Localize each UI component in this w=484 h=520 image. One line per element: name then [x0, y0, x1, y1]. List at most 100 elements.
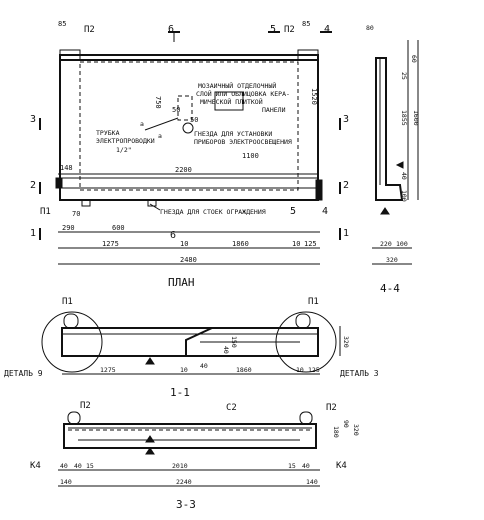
section-tag-3-left: 3 [30, 114, 36, 125]
part-p1: П1 [40, 207, 51, 217]
dim-85-left: 85 [58, 20, 66, 28]
part-c2: С2 [226, 403, 237, 413]
dim33-15: 15 [86, 462, 94, 470]
dim-2200: 2200 [175, 166, 192, 174]
note-niche-3: МИЧЕСКОЙ ПЛИТКОЙ [200, 97, 263, 106]
section-tag-5-bottom: 5 [290, 206, 296, 217]
dim11-150: 150 [230, 336, 238, 348]
section-3-3-title: 3-3 [176, 498, 196, 511]
dim44-80: 80 [366, 24, 374, 32]
mark-a-1: а [140, 120, 144, 128]
dim44-320: 320 [386, 256, 398, 264]
dim-2480: 2480 [180, 256, 197, 264]
socket-circle [182, 122, 194, 134]
section-4-4-profile [375, 57, 404, 201]
section-tag-3-right: 3 [343, 114, 349, 125]
dim44-100: 100 [400, 190, 408, 202]
dim11-1275: 1275 [100, 366, 116, 374]
section-tag-5-top: 5 [270, 24, 276, 35]
note-socket-1: ГНЕЗДА ДЛЯ УСТАНОВКИ [194, 130, 272, 138]
dim33-40c: 40 [302, 462, 310, 470]
dim11-10b: 10 [296, 366, 304, 374]
section-4-4-title: 4-4 [380, 282, 400, 295]
section-1-1-body [61, 327, 319, 357]
dim33-2010: 2010 [172, 462, 188, 470]
dim-10-b: 10 [292, 240, 300, 248]
section-tag-6-top: 6 [168, 24, 174, 35]
section-4-4: 80 60 25 1855 1600 40 100 220 100 320 4-… [366, 24, 420, 295]
dim33-40b: 40 [74, 462, 82, 470]
section-tag-6-bottom: 6 [170, 230, 176, 241]
detail-circle-right [275, 311, 337, 373]
part-k4-right: К4 [336, 461, 347, 471]
section-tag-4-top: 4 [324, 24, 330, 35]
section-4-4-dimensions: 80 60 25 1855 1600 40 100 220 100 320 [366, 24, 420, 264]
note-niche-2: СЛОЙ ИЛИ ОБЛИЦОВКА КЕРА- [196, 89, 290, 98]
dim33-90: 90 [342, 420, 350, 428]
section-3-3: П2 П2 С2 К4 К4 40 40 15 2010 15 40 140 2… [30, 401, 360, 511]
dim-50-b: 50 [190, 116, 198, 124]
hook-right [295, 313, 311, 329]
part-p1-right: П1 [308, 297, 319, 307]
section-marks: 6 5 4 3 3 2 2 1 1 6 5 4 [30, 24, 349, 241]
section-1-1: П1 П1 ДЕТАЛЬ 9 ДЕТАЛЬ 3 1275 10 1860 10 … [4, 297, 379, 399]
dim-85-right: 85 [302, 20, 310, 28]
note-tube-1: ТРУБКА [96, 129, 120, 137]
note-tube-2: ЭЛЕКТРОПРОВОДКИ [96, 137, 155, 145]
dim11-320: 320 [342, 336, 350, 348]
dim11-40: 40 [222, 346, 230, 354]
dim-1275: 1275 [102, 240, 119, 248]
dim11-1860: 1860 [236, 366, 252, 374]
note-tube-3: 1/2" [116, 146, 132, 154]
dim44-25: 25 [400, 72, 408, 80]
note-socket-2: ПРИБОРОВ ЭЛЕКТРООСВЕЩЕНИЯ [194, 138, 292, 146]
dim33-2240: 2240 [176, 478, 192, 486]
mosaic-patch [214, 91, 244, 111]
section-tag-2-right: 2 [343, 180, 349, 191]
dim-125: 125 [304, 240, 317, 248]
dim44-40: 40 [400, 172, 408, 180]
plan-view: 6 5 4 3 3 2 2 1 1 6 5 4 П2 П2 П1 85 [30, 20, 349, 289]
dim44-100b: 100 [396, 240, 408, 248]
dim11-125: 125 [308, 366, 320, 374]
section-3-3-dimensions: 40 40 15 2010 15 40 140 2240 140 180 90 … [60, 420, 360, 486]
mark-a-2: а [158, 132, 162, 140]
dim-750: 750 [154, 96, 162, 109]
section-3-3-body [63, 423, 317, 449]
dim-50-a: 50 [172, 106, 180, 114]
part-p2-right-33: П2 [326, 403, 337, 413]
section-1-1-dimensions: 1275 10 1860 10 125 150 40 40 320 [100, 336, 350, 374]
dim44-1600: 1600 [412, 110, 420, 126]
note-niche-4: ПАНЕЛИ [262, 106, 286, 114]
dim-10-a: 10 [180, 240, 188, 248]
part-p1-left: П1 [62, 297, 73, 307]
dim44-1855: 1855 [400, 110, 408, 126]
detail-right-label: ДЕТАЛЬ 3 [340, 369, 379, 378]
dim33-320: 320 [352, 424, 360, 436]
dim-1100: 1100 [242, 152, 259, 160]
dim33-180: 180 [332, 426, 340, 438]
note-niche-1: МОЗАИЧНЫЙ ОТДЕЛОЧНЫЙ [198, 81, 276, 90]
dim44-60: 60 [410, 55, 418, 63]
dim-290: 290 [62, 224, 75, 232]
dim11-10a: 10 [180, 366, 188, 374]
plan-title: ПЛАН [168, 276, 195, 289]
dim33-40a: 40 [60, 462, 68, 470]
hook3-left [67, 411, 81, 425]
note-fence-socket: ГНЕЗДА ДЛЯ СТОЕК ОГРАЖДЕНИЯ [160, 208, 266, 216]
fence-socket-mark [147, 199, 157, 207]
dim-148: 148 [60, 164, 73, 172]
dim11-40b: 40 [200, 362, 208, 370]
plan-dimensions: 85 85 750 1520 50 50 2200 1100 148 70 29… [58, 20, 318, 264]
section-1-1-title: 1-1 [170, 386, 190, 399]
hook3-right [299, 411, 313, 425]
section-tag-4-bottom: 4 [322, 206, 328, 217]
detail-circle-left [41, 311, 103, 373]
dim-1520: 1520 [310, 88, 318, 105]
dim33-140b: 140 [306, 478, 318, 486]
dim44-220: 220 [380, 240, 392, 248]
dim-1860: 1860 [232, 240, 249, 248]
detail-left-label: ДЕТАЛЬ 9 [4, 369, 43, 378]
part-p2-left: П2 [84, 25, 95, 35]
